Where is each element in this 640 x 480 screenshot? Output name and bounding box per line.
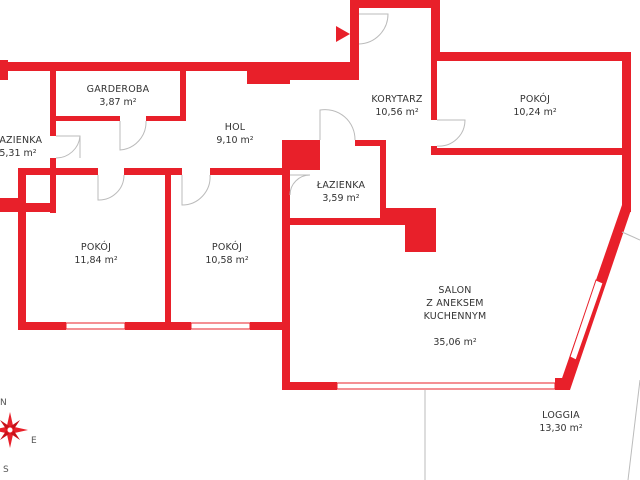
window: [190, 322, 251, 330]
wall-segment: [0, 60, 8, 80]
wall-segment: [282, 62, 358, 80]
wall-segment: [355, 140, 385, 146]
room-name: POKÓJ: [519, 94, 551, 105]
wall-segment: [250, 322, 288, 330]
room-area: 9,10 m²: [216, 135, 254, 146]
room-name: ŁAZIENKA: [0, 135, 43, 146]
wall-segment: [180, 70, 186, 121]
wall-segment: [18, 322, 66, 330]
wall-segment: [350, 0, 359, 80]
loggia-outline: [424, 231, 640, 480]
wall-segment: [431, 52, 437, 120]
room-label-pokoj-left: POKÓJ 11,84 m²: [74, 241, 117, 267]
wall-segment: [405, 208, 436, 252]
window: [336, 382, 556, 390]
door-swing: [181, 174, 211, 206]
wall-segment: [20, 168, 98, 175]
compass-north: N: [0, 398, 7, 408]
wall-segment: [282, 382, 337, 390]
wall-segment: [431, 148, 631, 155]
room-name: KORYTARZ: [371, 94, 423, 105]
room-area: 10,24 m²: [513, 107, 557, 118]
room-name: SALON Z ANEKSEM KUCHENNYM: [423, 285, 487, 322]
door-swing: [97, 174, 125, 201]
room-name: POKÓJ: [80, 242, 112, 253]
room-label-garderoba: GARDEROBA 3,87 m²: [87, 83, 150, 109]
doors: [55, 13, 466, 206]
entrance-marker: [336, 26, 350, 42]
wall-segment: [50, 121, 56, 136]
wall-segment: [0, 62, 290, 71]
room-name: HOL: [224, 122, 246, 133]
room-area: 11,84 m²: [74, 255, 118, 266]
walls: [0, 0, 631, 390]
wall-segment: [622, 52, 631, 212]
wall-segment: [210, 168, 290, 175]
door-swing: [436, 119, 466, 147]
room-area: 5,31 m²: [0, 148, 37, 159]
wall-segment: [282, 140, 290, 390]
door-swing: [358, 13, 389, 45]
wall-segment: [18, 168, 26, 330]
wall-segment: [380, 140, 386, 225]
room-name: ŁAZIENKA: [316, 180, 366, 191]
room-label-lazienka-left: ŁAZIENKA 5,31 m²: [0, 134, 42, 160]
door-swing: [289, 174, 311, 196]
wall-segment: [247, 62, 290, 84]
room-name: POKÓJ: [211, 242, 243, 253]
room-label-hol: HOL 9,10 m²: [216, 121, 253, 147]
wall-segment: [124, 168, 182, 175]
door-swing: [319, 109, 356, 141]
wall-segment: [165, 168, 171, 330]
wall-segment: [50, 116, 120, 121]
wall-segment: [125, 322, 191, 330]
room-area: 10,56 m²: [375, 107, 419, 118]
compass-icon: [0, 412, 28, 448]
room-label-pokoj-top: POKÓJ 10,24 m²: [513, 93, 556, 119]
door-swing: [119, 120, 147, 151]
window: [569, 279, 604, 361]
room-label-pokoj-mid: POKÓJ 10,58 m²: [205, 241, 248, 267]
room-area: 10,58 m²: [205, 255, 249, 266]
room-name: LOGGIA: [542, 410, 580, 421]
room-area: 13,30 m²: [539, 423, 583, 434]
wall-segment: [282, 218, 386, 225]
room-area: 3,87 m²: [99, 97, 137, 108]
wall-segment: [0, 203, 56, 212]
wall-segment: [282, 140, 320, 170]
compass-south: S: [3, 465, 9, 475]
wall-segment: [350, 0, 440, 8]
window: [65, 322, 126, 330]
wall-segment: [0, 198, 20, 212]
wall-segment: [146, 116, 186, 121]
room-name: GARDEROBA: [86, 84, 150, 95]
door-swing: [55, 135, 81, 159]
room-label-loggia: LOGGIA 13,30 m²: [539, 409, 582, 435]
wall-segment: [50, 62, 56, 122]
windows: [65, 279, 604, 390]
wall-segment: [50, 158, 56, 213]
wall-segment: [431, 0, 440, 60]
room-label-lazienka-mid: ŁAZIENKA 3,59 m²: [317, 179, 365, 205]
room-label-korytarz: KORYTARZ 10,56 m²: [371, 93, 422, 119]
room-label-salon: SALON Z ANEKSEM KUCHENNYM 35,06 m²: [424, 271, 487, 362]
wall-segment: [431, 52, 631, 61]
room-area: 3,59 m²: [322, 193, 360, 204]
compass-east: E: [31, 436, 37, 446]
room-area: 35,06 m²: [433, 337, 477, 348]
